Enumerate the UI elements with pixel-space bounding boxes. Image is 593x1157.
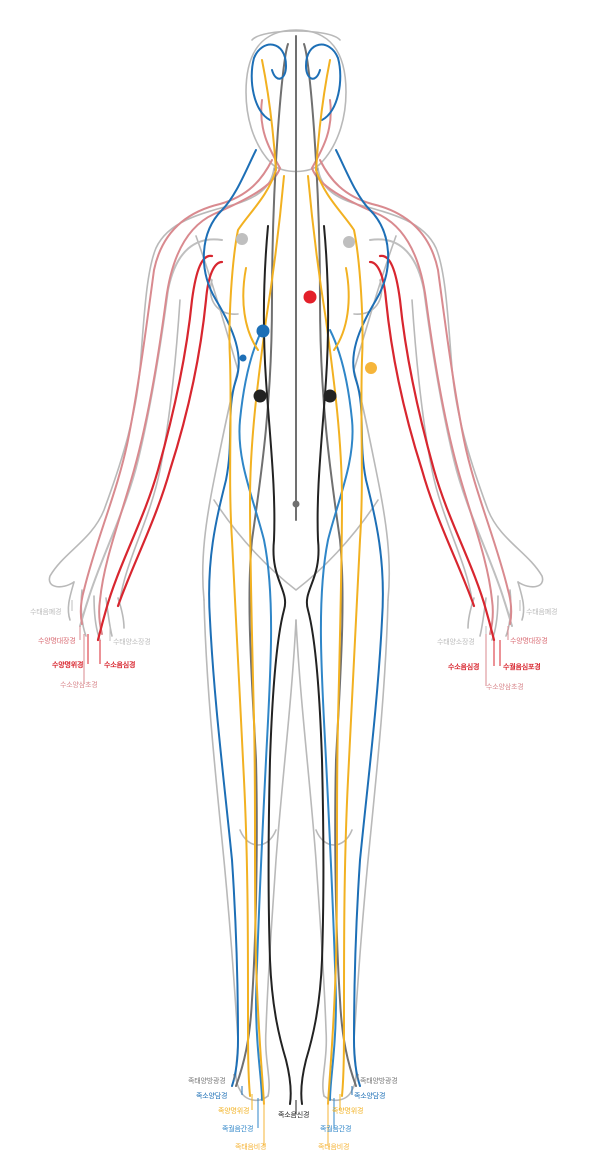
label-right-foot-taeeum-spleen: 족태음비경 — [318, 1143, 349, 1152]
marker-grey-small — [293, 501, 300, 508]
label-left-foot-gworeum-liver: 족궐음간경 — [222, 1125, 253, 1134]
label-left-hand-yangming-stomach: 수양명위경 — [52, 661, 83, 670]
label-right-hand-soeum-heart: 수소음심경 — [448, 663, 479, 672]
label-left-hand-soeum-heart: 수소음심경 — [104, 661, 135, 670]
marker-red — [304, 291, 317, 304]
label-left-foot-soyang-gall: 족소양담경 — [196, 1092, 227, 1101]
label-right-hand-gworeum-pericardium: 수궐음심포경 — [503, 663, 540, 672]
label-right-hand-yangming-large-intestine: 수양명대장경 — [510, 637, 547, 646]
label-left-hand-soyang-triple-burner: 수소양삼초경 — [60, 681, 97, 690]
label-foot-soeum-kidney: 족소음신경 — [278, 1111, 309, 1120]
marker-blue-large — [257, 325, 270, 338]
label-right-foot-taeyang-bladder: 족태양방광경 — [360, 1077, 397, 1086]
label-left-hand-taeyang-small-intestine: 수태양소장경 — [113, 638, 150, 647]
label-leader-lines — [72, 600, 520, 1146]
label-left-hand-taeeum-lung: 수태음폐경 — [30, 608, 61, 617]
label-right-foot-soyang-gall: 족소양담경 — [354, 1092, 385, 1101]
acupoint-markers — [236, 233, 377, 508]
marker-black-right — [324, 390, 337, 403]
label-right-foot-yangming-stomach: 족양명위경 — [332, 1107, 363, 1116]
label-left-foot-yangming-stomach: 족양명위경 — [218, 1107, 249, 1116]
marker-black-left — [254, 390, 267, 403]
label-right-hand-soyang-triple-burner: 수소양삼초경 — [486, 683, 523, 692]
marker-grey-right — [343, 236, 355, 248]
marker-grey-left — [236, 233, 248, 245]
label-right-hand-taeyang-small-intestine: 수태양소장경 — [437, 638, 474, 647]
label-right-foot-gworeum-liver: 족궐음간경 — [320, 1125, 351, 1134]
marker-blue-small — [240, 355, 247, 362]
label-left-hand-yangming-large-intestine: 수양명대장경 — [38, 637, 75, 646]
label-left-foot-taeyang-bladder: 족태양방광경 — [188, 1077, 225, 1086]
label-right-hand-taeeum-lung: 수태음폐경 — [526, 608, 557, 617]
label-left-foot-taeeum-spleen: 족태음비경 — [235, 1143, 266, 1152]
marker-yellow — [365, 362, 377, 374]
